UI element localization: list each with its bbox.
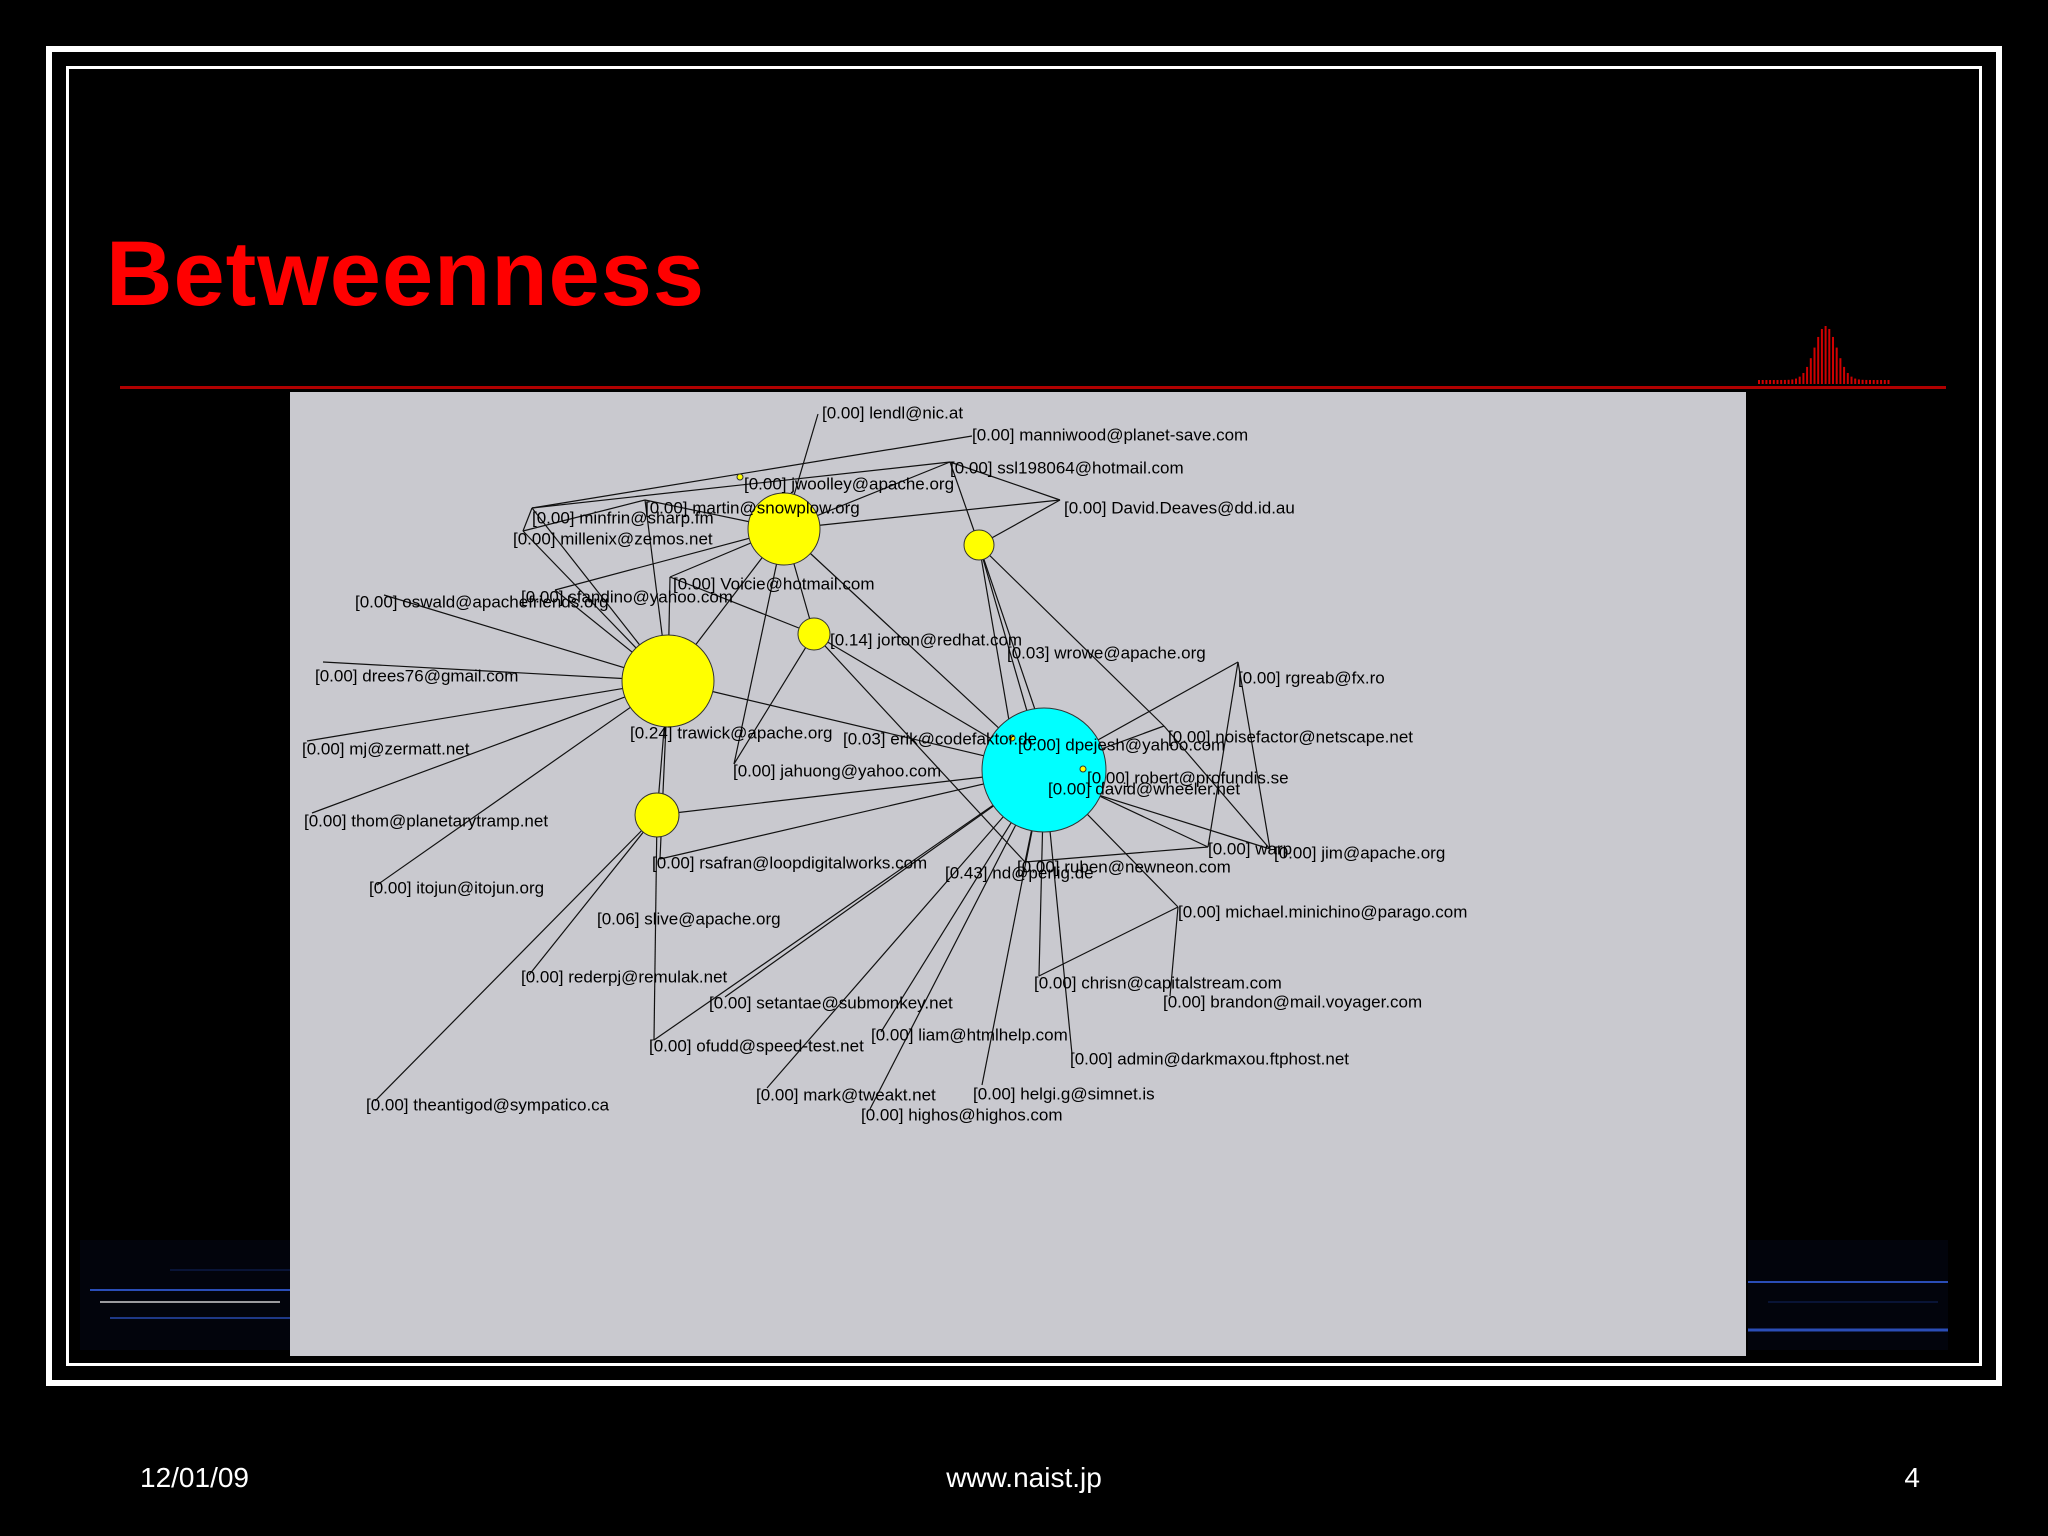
graph-node-label-manniwood: [0.00] manniwood@planet-save.com [972,425,1248,444]
graph-edge [978,544,1165,727]
graph-edge [306,680,669,742]
graph-edge [733,528,785,765]
graph-node-label-trawick: [0.24] trawick@apache.org [630,723,832,742]
graph-node-label-slive: [0.06] slive@apache.org [597,909,781,928]
graph-node-label-dpejesh: [0.00] dpejesh@yahoo.com [1018,735,1225,754]
graph-node-label-warp: [0.00] warp [1208,839,1292,858]
graph-edge [1169,906,1179,997]
graph-edge [733,633,815,765]
graph-node-label-rsafran: [0.00] rsafran@loopdigitalworks.com [652,853,927,872]
graph-edge [653,769,1045,1041]
graph-node-jwoolley [736,473,744,481]
graph-edge [554,528,785,591]
graph-edge [531,435,973,509]
graph-edge [667,680,1045,771]
blue-streak-decoration [80,1240,300,1350]
graph-edge [978,544,1013,739]
title-underline [120,386,1946,389]
graph-edge [322,661,669,682]
graph-edge [766,769,1045,1089]
graph-edge [1207,661,1239,848]
graph-node-label-drees: [0.00] drees76@gmail.com [315,666,518,685]
graph-node-label-mj: [0.00] mj@zermatt.net [302,739,470,758]
graph-edge [311,680,669,814]
graph-edge [869,769,1045,1110]
graph-node-label-nd: [0.43] nd@perlig.de [945,863,1094,882]
graph-node-label-ssl: [0.00] ssl198064@hotmail.com [950,458,1184,477]
graph-node-label-oswald: [0.00] oswald@apachefriends.org [355,592,609,611]
footer-date: 12/01/09 [140,1462,249,1493]
graph-node-label-jahuong: [0.00] jahuong@yahoo.com [733,761,941,780]
graph-node-label-voicie: [0.00] Voicie@hotmail.com [673,574,875,593]
graph-node-label-admin: [0.00] admin@darkmaxou.ftphost.net [1070,1049,1349,1068]
graph-edge [376,680,669,886]
graph-node-label-martin: [0.00] martin@snowplow.org [645,498,860,517]
graph-edge [522,507,533,532]
graph-node-label-sfandino: [0.00] sfandino@yahoo.com [521,587,733,606]
graph-edge [813,633,1026,863]
graph-node-label-wrowe: [0.03] wrowe@apache.org [1007,643,1206,662]
graph-node-label-ruben: [0.00] ruben@newneon.com [1017,857,1231,876]
graph-edge [669,576,815,635]
graph-node-label-ofudd: [0.00] ofudd@speed-test.net [649,1036,864,1055]
graph-node-erik [797,617,831,651]
graph-edge [374,814,658,1102]
graph-node-label-rgreab: [0.00] rgreab@fx.ro [1238,668,1385,687]
graph-node-label-minfrin: [0.00] minfrin@sharp.fm [532,508,714,527]
spike-decoration-icon [1758,326,1890,384]
graph-edge [531,461,951,509]
slide-inner-frame [66,66,1982,1366]
graph-node-label-jwoolley: [0.00] jwoolley@apache.org [744,474,954,493]
graph-node-label-rederpj: [0.00] rederpj@remulak.net [521,967,728,986]
graph-node-label-lendl: [0.00] lendl@nic.at [822,403,963,422]
graph-edge [949,461,1061,501]
graph-node-label-jorton: [0.14] jorton@redhat.com [830,630,1022,649]
graph-node-label-david_wheeler: [0.00] david@wheeler.net [1048,779,1240,798]
graph-node-label-michael: [0.00] michael.minichino@parago.com [1178,902,1467,921]
graph-node-label-itojun: [0.00] itojun@itojun.org [369,878,544,897]
graph-edge [383,594,669,682]
footer-url: www.naist.jp [946,1462,1102,1493]
graph-edge [653,814,658,1041]
graph-node-label-mark: [0.00] mark@tweakt.net [756,1085,936,1104]
network-graph-panel: [0.43] nd@perlig.de [0.24] trawick@apache… [290,392,1746,1356]
blue-streak-decoration-right [1748,1240,1948,1350]
graph-node-dpejesh [1008,734,1016,742]
graph-node-label-helgi: [0.00] helgi.g@simnet.is [973,1084,1155,1103]
graph-edge [659,769,1045,860]
graph-edge [522,499,646,532]
graph-node-robert [1079,765,1087,773]
graph-node-label-jim: [0.00] jim@apache.org [1274,843,1445,862]
graph-edge [783,499,1061,530]
graph-node-jorton [747,492,821,566]
graph-node-label-chrisn: [0.00] chrisn@capitalstream.com [1034,973,1282,992]
graph-node-wrowe [963,529,995,561]
graph-node-label-thom: [0.00] thom@planetarytramp.net [304,811,548,830]
graph-node-label-erik: [0.03] erik@codefaktor.de [843,729,1037,748]
graph-node-label-setantae: [0.00] setantae@submonkey.net [709,993,953,1012]
graph-node-label-david_deaves: [0.00] David.Deaves@dd.id.au [1064,498,1295,517]
graph-node-slive [634,792,680,838]
graph-node-label-millenix: [0.00] millenix@zemos.net [513,529,713,548]
graph-edge [656,769,1045,816]
graph-edge [1163,725,1271,850]
graph-edge [528,814,658,976]
graph-node-label-brandon: [0.00] brandon@mail.voyager.com [1163,992,1422,1011]
slide-outer-frame [46,46,2002,1386]
slide-title: Betweenness [106,223,706,325]
footer-page-number: 4 [1904,1462,1920,1493]
graph-node-label-highos: [0.00] highos@highos.com [861,1105,1063,1124]
betweenness-network-graph: [0.43] nd@perlig.de [0.24] trawick@apache… [302,403,1467,1124]
graph-node-label-theantigod: [0.00] theantigod@sympatico.ca [366,1095,610,1114]
graph-edge [1038,906,1179,977]
graph-edge [1024,846,1209,863]
graph-node-label-liam: [0.00] liam@htmlhelp.com [871,1025,1068,1044]
graph-node-label-robert: [0.00] robert@profundis.se [1087,768,1289,787]
graph-node-label-noisefactor: [0.00] noisefactor@netscape.net [1168,727,1413,746]
graph-edge [1237,661,1271,850]
graph-edge [724,769,1045,998]
graph-node-trawick [621,634,715,728]
